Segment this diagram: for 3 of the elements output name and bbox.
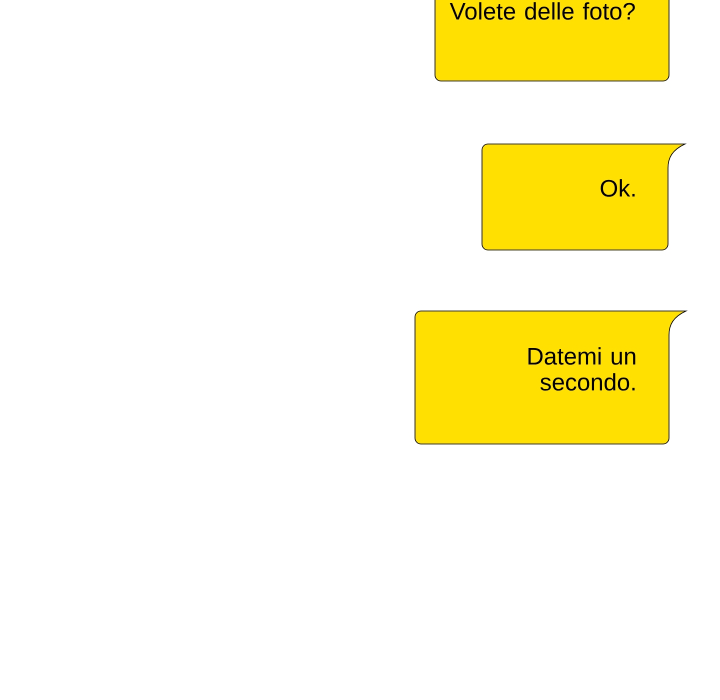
speech-bubble: Datemi un secondo. bbox=[414, 310, 686, 444]
speech-bubble: Volete delle foto? bbox=[434, 0, 670, 82]
speech-bubble: Ok. bbox=[482, 144, 686, 250]
